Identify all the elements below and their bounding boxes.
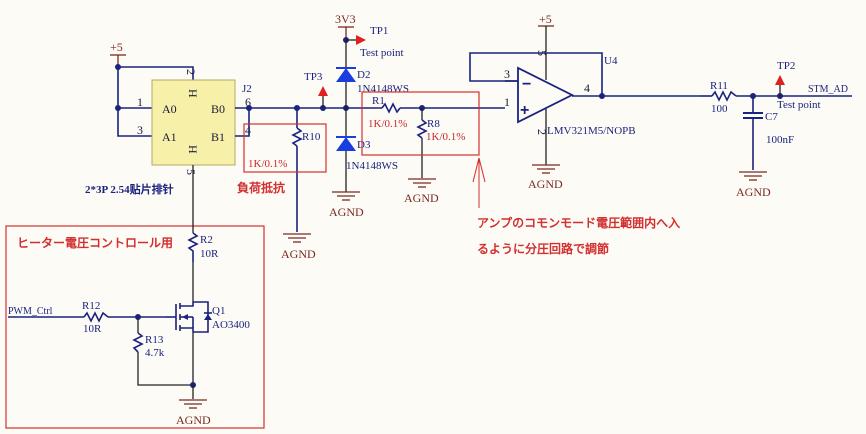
capacitor-c7[interactable]: C7 100nF xyxy=(743,96,794,170)
r11-ref: R11 xyxy=(710,80,728,92)
note-divider-line1: アンプのコモンモード電圧範囲内へ入 xyxy=(477,215,680,230)
u4-pin3: 3 xyxy=(504,67,510,81)
pin-num-5: 5 xyxy=(184,169,198,175)
plus5-opamp-label: +5 xyxy=(539,12,552,26)
r1-value: 1K/0.1% xyxy=(368,118,407,130)
gnd-u4: AGND xyxy=(528,164,563,191)
j2-ref: J2 xyxy=(242,83,252,95)
r2-value: 10R xyxy=(200,248,219,260)
r8-ref: R8 xyxy=(427,118,440,130)
pin-num-2: 2 xyxy=(184,69,198,75)
pin-label-h-top: H xyxy=(186,89,200,98)
note-arrow xyxy=(472,157,486,208)
gnd-r8: AGND xyxy=(404,178,439,205)
pin-num-4: 4 xyxy=(245,123,251,137)
resistor-r1[interactable]: R1 1K/0.1% xyxy=(368,95,407,130)
v3v3-label: 3V3 xyxy=(335,12,356,26)
j2-footprint: 2*3P 2.54贴片排针 xyxy=(85,182,174,196)
r2-ref: R2 xyxy=(200,234,213,246)
r10-value: 1K/0.1% xyxy=(248,158,287,170)
resistor-r8[interactable]: R8 1K/0.1% xyxy=(416,108,465,178)
tp2-ref: TP2 xyxy=(777,60,795,72)
r11-value: 100 xyxy=(711,103,728,115)
r10-ref: R10 xyxy=(302,131,321,143)
gnd-q1: AGND xyxy=(176,385,211,427)
gnd-c7: AGND xyxy=(736,171,771,199)
divider-box xyxy=(361,91,480,156)
r12-value: 10R xyxy=(83,323,102,335)
pin-label-b0: B0 xyxy=(211,102,225,116)
opamp-u4[interactable]: − + 3 1 4 5 2 U4 LMV321M5/NOPB xyxy=(469,50,700,165)
resistor-r12[interactable]: R12 10R xyxy=(82,300,109,335)
u4-pin2: 2 xyxy=(535,129,549,135)
c7-ref: C7 xyxy=(765,111,778,123)
testpoint-tp3[interactable]: TP3 xyxy=(304,71,328,108)
q1-value: AO3400 xyxy=(212,319,250,331)
tp1-ref: TP1 xyxy=(370,25,388,37)
diode-d3[interactable]: D3 1N4148WS xyxy=(336,108,398,192)
power-plus5-opamp: +5 xyxy=(538,12,554,52)
net-label-stm-ad: STM_AD xyxy=(808,84,848,95)
heater-control-box xyxy=(5,225,265,429)
r8-value: 1K/0.1% xyxy=(426,131,465,143)
r12-ref: R12 xyxy=(82,300,100,312)
agnd-label: AGND xyxy=(404,191,439,205)
gnd-d3: AGND xyxy=(329,191,364,219)
u4-plus: + xyxy=(520,102,529,119)
pin-label-a0: A0 xyxy=(162,102,177,116)
pin-label-h-bottom: H xyxy=(186,145,200,154)
u4-ref: U4 xyxy=(604,55,618,67)
r1-ref: R1 xyxy=(372,95,385,107)
note-heater-control: ヒーター電圧コントロール用 xyxy=(17,236,173,250)
agnd-label: AGND xyxy=(176,413,211,427)
c7-value: 100nF xyxy=(766,134,794,146)
power-plus5-left: +5 xyxy=(110,40,126,67)
pin-num-1: 1 xyxy=(137,95,143,109)
tp3-ref: TP3 xyxy=(304,71,323,83)
q1-ref: Q1 xyxy=(212,305,225,317)
resistor-r10[interactable]: R10 1K/0.1% xyxy=(248,108,321,232)
pin-label-a1: A1 xyxy=(162,130,177,144)
pin-num-3: 3 xyxy=(137,123,143,137)
r13-value: 4.7k xyxy=(145,347,165,359)
u4-pin1: 1 xyxy=(504,95,510,109)
d3-value: 1N4148WS xyxy=(346,160,398,172)
u4-pin4: 4 xyxy=(584,81,590,95)
note-divider-line2: るように分圧回路で調節 xyxy=(477,241,609,256)
j2-left-wires xyxy=(115,64,194,137)
gnd-r10: AGND xyxy=(281,233,316,261)
tp2-label: Test point xyxy=(777,99,821,111)
net-label-pwm-ctrl[interactable]: PWM_Ctrl xyxy=(8,306,53,317)
pin-label-b1: B1 xyxy=(211,130,225,144)
d2-ref: D2 xyxy=(357,69,370,81)
agnd-label: AGND xyxy=(736,185,771,199)
plus5-label: +5 xyxy=(110,40,123,54)
pwm-wire xyxy=(8,314,166,320)
testpoint-tp2[interactable]: TP2 Test point xyxy=(775,60,821,111)
r13-ref: R13 xyxy=(145,334,164,346)
agnd-label: AGND xyxy=(281,247,316,261)
d2-value: 1N4148WS xyxy=(357,83,409,95)
u4-value: LMV321M5/NOPB xyxy=(547,125,636,137)
agnd-label: AGND xyxy=(329,205,364,219)
mosfet-q1[interactable]: Q1 AO3400 xyxy=(166,301,250,385)
pin-num-6: 6 xyxy=(245,95,251,109)
testpoint-tp1[interactable]: TP1 Test point xyxy=(343,25,404,59)
tp1-label: Test point xyxy=(360,47,404,59)
load-resistor-box xyxy=(243,123,327,173)
agnd-label: AGND xyxy=(528,177,563,191)
note-load-resistor: 負荷抵抗 xyxy=(237,180,285,195)
resistor-r2[interactable]: R2 10R xyxy=(187,165,219,302)
resistor-r13[interactable]: R13 4.7k xyxy=(132,317,196,388)
d3-ref: D3 xyxy=(357,139,371,151)
u4-minus: − xyxy=(522,76,531,93)
connector-j2[interactable]: A0 A1 B0 B1 H H 1 3 2 5 6 4 J2 2*3P 2.54… xyxy=(85,69,252,196)
power-3v3: 3V3 xyxy=(335,12,356,40)
u4-pin5: 5 xyxy=(535,50,549,56)
